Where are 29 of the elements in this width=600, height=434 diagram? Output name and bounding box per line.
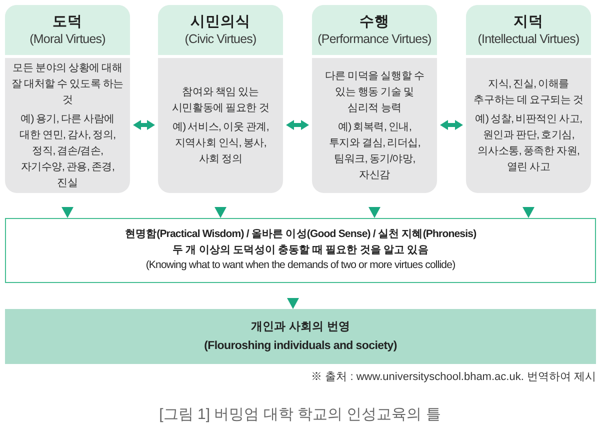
box-translation: (Knowing what to want when the demands of two or more virtues collide)	[146, 258, 456, 274]
band-translation: (Flouroshing individuals and society)	[204, 338, 397, 354]
card-title: 시민의식	[190, 12, 250, 30]
card-example: 예) 회복력, 인내, 투지와 결심, 리더십, 팀워크, 동기/야망, 자신감	[328, 120, 422, 183]
virtue-card	[5, 5, 130, 193]
card-description: 다른 미덕을 실행할 수 있는 행동 기술 및 심리적 능력	[324, 69, 426, 116]
card-example: 예) 서비스, 이웃 관계, 지역사회 인식, 봉사, 사회 정의	[171, 120, 270, 167]
card-title: 수행	[360, 12, 390, 30]
card-example: 예) 성찰, 비판적인 사고, 원인과 판단, 호기심, 의사소통, 풍족한 자원, 열린 사고	[474, 112, 583, 175]
figure-caption: [그림 1] 버밍엄 대학 학교의 인성교육의 틀	[159, 405, 441, 424]
card-subtitle: (Intellectual Virtues)	[478, 30, 580, 48]
outcome-band	[5, 309, 596, 364]
card-description: 참여와 책임 있는 시민활동에 필요한 것	[170, 85, 270, 116]
box-text: 두 개 이상의 도덕성이 충동할 때 필요한 것을 알고 있음	[172, 242, 428, 258]
card-subtitle: (Performance Virtues)	[318, 30, 432, 48]
card-description: 지식, 진실, 이해를 추구하는 데 요구되는 것	[472, 77, 584, 108]
band-heading: 개인과 사회의 번영	[250, 320, 350, 334]
card-title: 도덕	[52, 12, 82, 30]
card-description: 모든 분야의 상황에 대해 잘 대처할 수 있도록 하는 것	[10, 61, 124, 108]
card-subtitle: (Moral Virtues)	[30, 30, 106, 48]
virtue-card	[312, 5, 437, 193]
virtue-card	[466, 5, 591, 193]
virtue-card	[158, 5, 283, 193]
card-example: 예) 용기, 다른 사람에 대한 연민, 감사, 정의, 정직, 겸손/겸손, 자기수양, 관용, 존경, 진실	[18, 112, 116, 191]
card-subtitle: (Civic Virtues)	[184, 30, 256, 48]
box-heading: 현명함(Practical Wisdom) / 올바른 이성(Good Sense) / 실천 지혜(Phronesis)	[124, 227, 476, 242]
source-note: ※ 출처 : www.universityschool.bham.ac.uk. 번역하여 제시	[311, 370, 596, 384]
wisdom-box	[5, 218, 596, 283]
card-title: 지덕	[514, 12, 544, 30]
